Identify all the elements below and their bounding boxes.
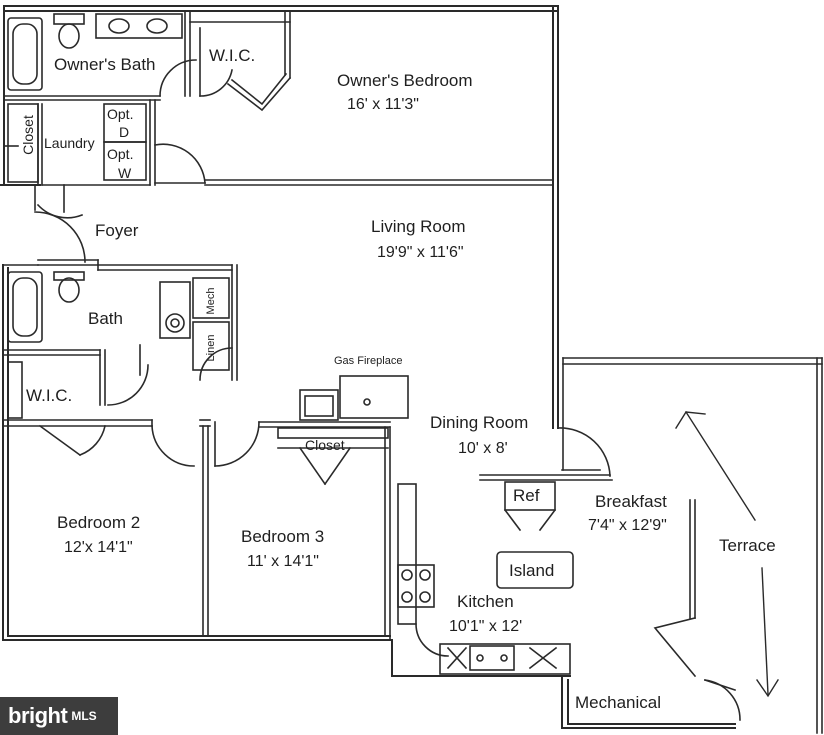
label-kitchen-dim: 10'1" x 12' — [449, 618, 523, 635]
label-closet-vertical: Closet — [20, 115, 36, 155]
label-wic-top: W.I.C. — [209, 46, 256, 65]
owners-bath-walls — [3, 10, 197, 101]
label-living-room: Living Room — [371, 217, 466, 236]
label-owners-bath: Owner's Bath — [54, 55, 156, 74]
label-kitchen: Kitchen — [457, 592, 514, 611]
terrace-walls — [562, 357, 823, 734]
label-dining-room: Dining Room — [430, 413, 529, 432]
outer-walls — [0, 5, 736, 729]
label-opt-w-2: W — [118, 165, 132, 181]
kitchen-walls — [397, 427, 697, 678]
bath-walls — [2, 259, 238, 406]
label-laundry: Laundry — [44, 135, 95, 151]
label-breakfast: Breakfast — [595, 492, 667, 511]
label-opt-d-1: Opt. — [107, 106, 134, 122]
label-island: Island — [509, 561, 555, 580]
label-linen: Linen — [205, 334, 217, 362]
label-bedroom-3: Bedroom 3 — [241, 527, 325, 546]
label-gas-fireplace: Gas Fireplace — [334, 355, 403, 367]
fireplace — [299, 375, 409, 421]
mechanical-door — [703, 678, 741, 721]
wic-left-walls — [2, 349, 153, 457]
watermark-mls: MLS — [71, 709, 97, 723]
label-wic-left: W.I.C. — [26, 386, 73, 405]
label-ref: Ref — [513, 486, 540, 505]
terrace-arrows — [675, 411, 779, 698]
label-bedroom-2: Bedroom 2 — [57, 513, 141, 532]
label-mech: Mech — [205, 287, 217, 315]
label-foyer: Foyer — [95, 221, 139, 240]
label-living-room-dim: 19'9" x 11'6" — [377, 244, 464, 261]
label-opt-w-1: Opt. — [107, 146, 134, 162]
label-mechanical: Mechanical — [575, 693, 661, 712]
watermark-brand: bright — [8, 703, 68, 728]
bedroom-walls — [151, 419, 391, 641]
laundry-walls — [3, 99, 206, 219]
brightmls-watermark: bright MLS — [0, 697, 118, 735]
label-closet-bed3: Closet — [305, 437, 345, 453]
label-owners-bedroom: Owner's Bedroom — [337, 71, 473, 90]
label-breakfast-dim: 7'4" x 12'9" — [588, 517, 667, 534]
label-dining-room-dim: 10' x 8' — [458, 440, 508, 457]
label-owners-bedroom-dim: 16' x 11'3" — [347, 96, 419, 113]
label-terrace: Terrace — [719, 536, 776, 555]
label-bath: Bath — [88, 309, 123, 328]
wic-top-walls — [189, 10, 292, 112]
label-bedroom-2-dim: 12'x 14'1" — [64, 539, 133, 556]
label-bedroom-3-dim: 11' x 14'1" — [247, 553, 319, 570]
label-opt-d-2: D — [119, 124, 130, 140]
bedroom-living-wall — [34, 179, 554, 263]
